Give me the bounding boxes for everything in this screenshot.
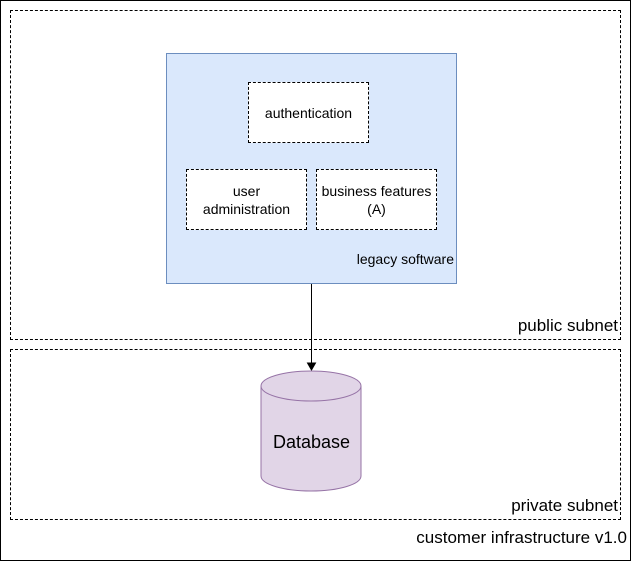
database-label: Database xyxy=(272,432,351,452)
user-administration-module: user administration xyxy=(186,169,307,230)
legacy-software-label: legacy software xyxy=(356,251,454,267)
public-subnet-container xyxy=(10,10,621,340)
user-administration-label-line2: administration xyxy=(202,200,291,217)
business-features-module: business features (A) xyxy=(316,169,437,230)
private-subnet-label: private subnet xyxy=(511,496,618,515)
authentication-module: authentication xyxy=(248,82,369,143)
authentication-label: authentication xyxy=(264,104,353,121)
customer-infrastructure-label: customer infrastructure v1.0 xyxy=(416,528,627,547)
arrow-head-icon xyxy=(306,362,317,372)
public-subnet-label: public subnet xyxy=(517,316,618,335)
business-features-label-line2: (A) xyxy=(367,200,386,217)
database-cylinder-icon xyxy=(260,370,362,492)
private-subnet-container xyxy=(10,349,621,520)
business-features-label-line1: business features xyxy=(321,182,432,199)
user-administration-label-line1: user xyxy=(232,182,261,199)
